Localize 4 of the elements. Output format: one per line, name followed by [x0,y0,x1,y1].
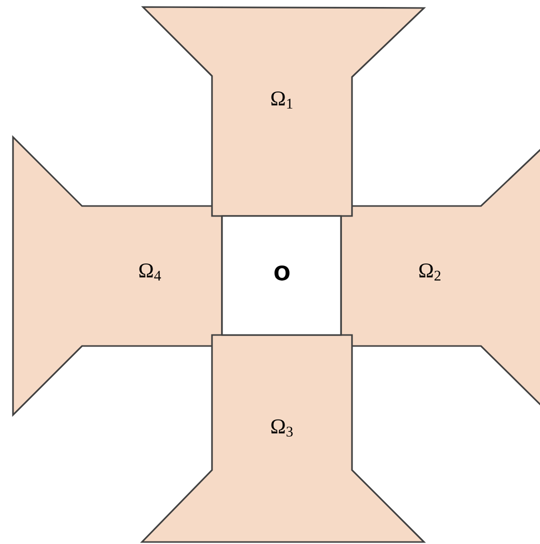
node-label: Ω$_{2}$ [419,263,440,281]
node-label: Ω$_{1}$ [271,91,292,109]
square-box: O [221,215,342,336]
node-label: Ω$_{3}$ [271,419,293,437]
